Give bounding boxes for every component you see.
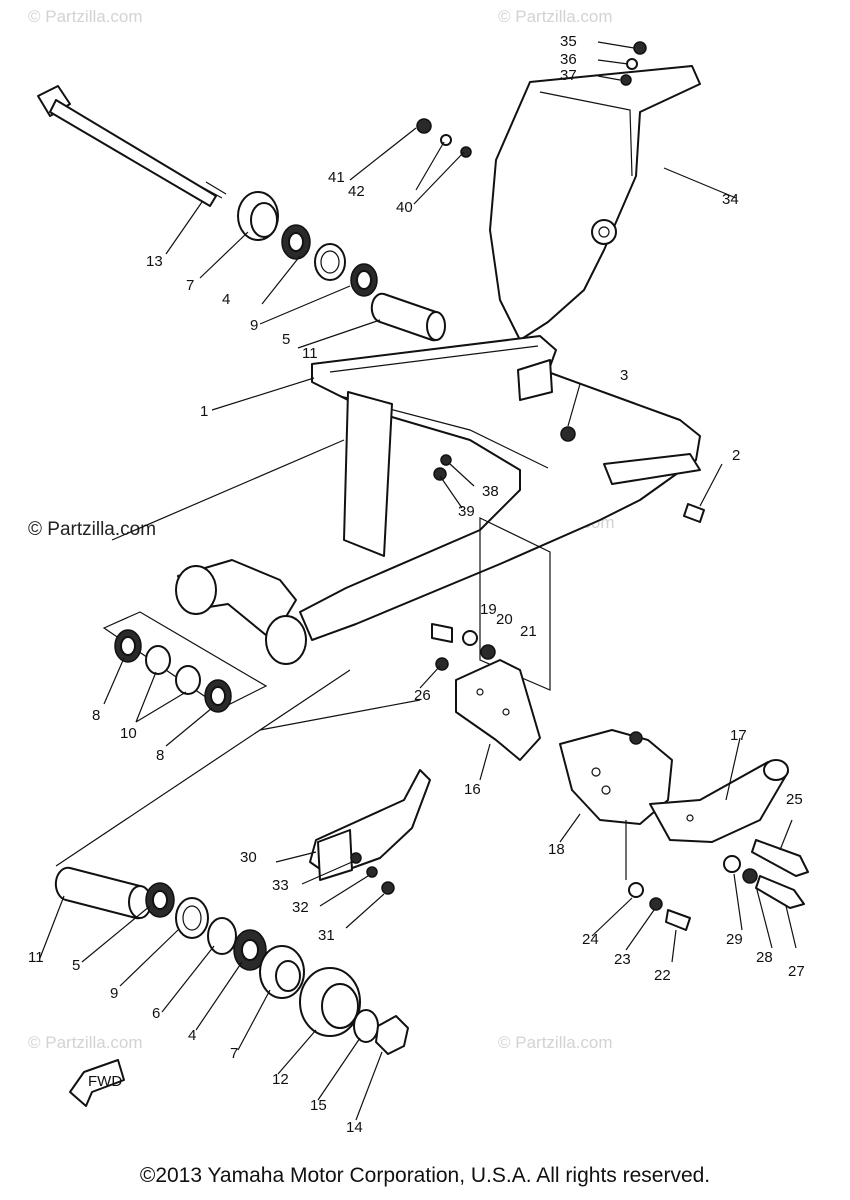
callout-22: 22 <box>654 967 671 984</box>
watermark-top-right: © Partzilla.com <box>498 7 613 26</box>
callout-32: 32 <box>292 899 309 916</box>
top-hardware <box>416 41 647 158</box>
watermark-top-left: © Partzilla.com <box>28 7 143 26</box>
leader-frames <box>55 439 551 867</box>
callout-29: 29 <box>726 931 743 948</box>
callout-34: 34 <box>722 191 739 208</box>
upper-bushing-set <box>237 191 446 342</box>
fwd-label: FWD <box>88 1073 122 1090</box>
watermark-bottom-left: © Partzilla.com <box>28 1033 143 1052</box>
callout-numbers: 35 36 37 34 41 42 40 13 7 4 9 5 11 1 3 2… <box>28 33 805 1136</box>
callout-7a: 7 <box>186 277 194 294</box>
tensioner-block <box>559 729 673 825</box>
callout-28: 28 <box>756 949 773 966</box>
chain-guide <box>309 769 431 895</box>
callout-27: 27 <box>788 963 805 980</box>
copyright-notice: ©2013 Yamaha Motor Corporation, U.S.A. A… <box>139 1164 711 1187</box>
callout-4a: 4 <box>222 291 230 308</box>
callout-36: 36 <box>560 51 577 68</box>
callout-1: 1 <box>200 403 208 420</box>
callout-13: 13 <box>146 253 163 270</box>
swingarm-hardware <box>433 454 705 523</box>
callout-31: 31 <box>318 927 335 944</box>
callout-4b: 4 <box>188 1027 196 1044</box>
callout-19: 19 <box>480 601 497 618</box>
pivot-collars <box>114 629 232 713</box>
watermark-bottom-right: © Partzilla.com <box>498 1033 613 1052</box>
callout-3: 3 <box>620 367 628 384</box>
callout-9a: 9 <box>250 317 258 334</box>
callout-6: 6 <box>152 1005 160 1022</box>
callout-9b: 9 <box>110 985 118 1002</box>
callout-5b: 5 <box>72 957 80 974</box>
callout-38: 38 <box>482 483 499 500</box>
callout-40: 40 <box>396 199 413 216</box>
callout-17: 17 <box>730 727 747 744</box>
leader-lines <box>39 41 797 1121</box>
callout-25: 25 <box>786 791 803 808</box>
callout-24: 24 <box>582 931 599 948</box>
callout-33: 33 <box>272 877 289 894</box>
callout-14: 14 <box>346 1119 363 1136</box>
callout-23: 23 <box>614 951 631 968</box>
callout-39: 39 <box>458 503 475 520</box>
callout-2: 2 <box>732 447 740 464</box>
lower-bushing-set <box>54 866 409 1055</box>
callout-37: 37 <box>560 67 577 84</box>
callout-8b: 8 <box>156 747 164 764</box>
bracket <box>431 623 541 761</box>
callout-26: 26 <box>414 687 431 704</box>
callout-18: 18 <box>548 841 565 858</box>
callout-42: 42 <box>348 183 365 200</box>
callout-30: 30 <box>240 849 257 866</box>
callout-20: 20 <box>496 611 513 628</box>
callout-11b: 11 <box>28 949 44 966</box>
callout-8a: 8 <box>92 707 100 724</box>
callout-10: 10 <box>120 725 137 742</box>
callout-16: 16 <box>464 781 481 798</box>
fwd-arrow: FWD <box>69 1059 125 1107</box>
callout-11a: 11 <box>302 345 318 362</box>
callout-41: 41 <box>328 169 345 186</box>
chain-case <box>489 65 701 341</box>
pivot-shaft <box>37 85 227 207</box>
tensioner-lever <box>649 759 789 843</box>
callout-21: 21 <box>520 623 537 640</box>
callout-12: 12 <box>272 1071 289 1088</box>
callout-5a: 5 <box>282 331 290 348</box>
callout-7b: 7 <box>230 1045 238 1062</box>
bottom-hardware <box>628 839 809 931</box>
callout-15: 15 <box>310 1097 327 1114</box>
callout-35: 35 <box>560 33 577 50</box>
swingarm <box>175 335 701 665</box>
